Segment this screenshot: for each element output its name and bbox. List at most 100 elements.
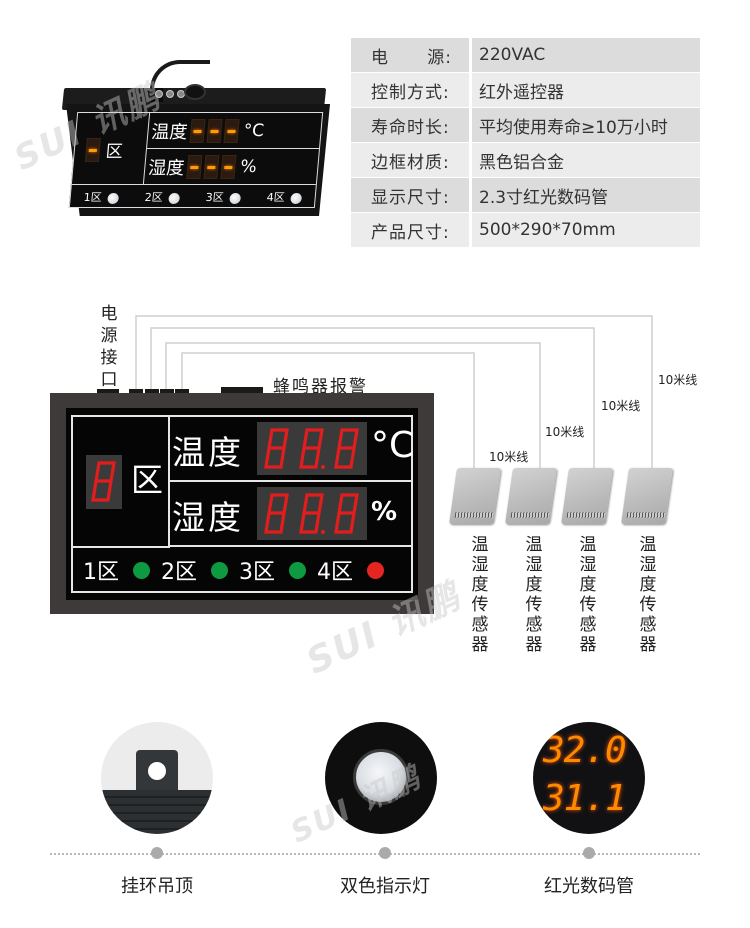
zone-name: 4区 <box>266 191 286 204</box>
spec-value: 平均使用寿命≥10万小时 <box>472 108 700 142</box>
panel-frame: 区 温度 °C 湿度 % <box>71 415 415 593</box>
indicator-led-icon <box>107 192 120 204</box>
zone-status-1: 1区 <box>83 554 150 586</box>
led-readout: 32.0 <box>543 730 627 771</box>
sensor-label-char: 传 <box>471 595 489 615</box>
spec-key: 产品尺寸: <box>351 213 469 247</box>
wire-length-label: 10米线 <box>658 373 698 387</box>
spec-row-display-size: 显示尺寸: 2.3寸红光数码管 <box>351 178 700 212</box>
panel-screen: 区 温度 °C 湿度 % <box>66 408 418 600</box>
zone-status-2: 2区 <box>161 554 228 586</box>
sensor-label: 温 湿 度 传 感 器 <box>578 535 598 655</box>
display-panel: 区 温度 °C 湿度 % <box>50 393 434 614</box>
status-dot-green-icon <box>133 561 150 579</box>
digit <box>186 154 203 179</box>
sensor-label-char: 感 <box>579 615 597 635</box>
power-label-char: 口 <box>100 370 118 390</box>
sensor-label-char: 温 <box>579 535 597 555</box>
humidity-label: 湿度 <box>147 157 186 179</box>
sensor-device-icon <box>621 468 673 526</box>
wire-length-label: 10米线 <box>545 425 585 439</box>
zone-item: 3区 <box>205 189 242 205</box>
frame-rail <box>101 790 213 834</box>
sensor-label-char: 感 <box>639 615 657 635</box>
digit <box>189 118 206 143</box>
spec-row-lifetime: 寿命时长: 平均使用寿命≥10万小时 <box>351 108 700 142</box>
spec-key: 显示尺寸: <box>351 178 469 212</box>
zone-name: 3区 <box>239 560 275 585</box>
sensor-label-char: 湿 <box>525 555 543 575</box>
zone-indicator-row: 1区 2区 3区 4区 <box>70 187 316 207</box>
zone-name: 1区 <box>83 191 103 204</box>
feature-image-led-digits: 32.0 31.1 <box>533 722 645 834</box>
power-port-label: 电 源 接 口 <box>99 303 119 391</box>
power-label-char: 电 <box>100 304 118 324</box>
sensor-label-char: 湿 <box>639 555 657 575</box>
sensor-label-char: 度 <box>471 575 489 595</box>
status-dot-green-icon <box>211 561 228 579</box>
power-label-char: 源 <box>100 326 118 346</box>
status-dot-green-icon <box>289 561 306 579</box>
digit <box>223 118 240 143</box>
seven-segment-icon <box>333 492 359 534</box>
digit <box>220 154 237 179</box>
zone-suffix: 区 <box>104 142 124 162</box>
buzzer-icon <box>184 84 206 100</box>
humidity-row: 湿度 % <box>143 149 319 185</box>
buzzer-alarm-label: 蜂鸣器报警 <box>273 377 368 397</box>
zone-box: 区 <box>73 417 170 548</box>
sensor-label-char: 器 <box>471 635 489 655</box>
zone-status-4: 4区 <box>317 554 384 586</box>
seven-segment-icon <box>264 492 290 534</box>
sensor-label-char: 温 <box>471 535 489 555</box>
zone-digit <box>84 137 101 162</box>
zone-name: 3区 <box>205 191 225 204</box>
spec-key: 边框材质: <box>351 143 469 177</box>
spec-row-power: 电 源: 220VAC <box>351 38 700 72</box>
zone-name: 1区 <box>83 560 119 585</box>
spec-row-control: 控制方式: 红外遥控器 <box>351 73 700 107</box>
sensor-label-char: 湿 <box>471 555 489 575</box>
sensor-label-char: 度 <box>639 575 657 595</box>
spec-row-frame: 边框材质: 黑色铝合金 <box>351 143 700 177</box>
temperature-row: 温度 °C <box>146 113 323 149</box>
humidity-display <box>257 487 367 540</box>
zone-digit-display <box>86 455 122 509</box>
temperature-display <box>257 422 367 475</box>
feature-label: 双色指示灯 <box>340 876 430 897</box>
seven-segment-icon <box>264 427 290 469</box>
spec-key: 控制方式: <box>351 73 469 107</box>
connector-icon <box>155 90 163 98</box>
feature-label: 挂环吊顶 <box>121 876 193 897</box>
spec-value: 2.3寸红光数码管 <box>472 178 700 212</box>
sensor-label-char: 温 <box>525 535 543 555</box>
product-photo: 区 温度 °C 湿度 % 1区 2区 3区 4区 <box>55 60 335 220</box>
sensor-label: 温 湿 度 传 感 器 <box>524 535 544 655</box>
feature-label: 红光数码管 <box>544 876 634 897</box>
humidity-row: 湿度 % <box>170 482 411 547</box>
zone-box: 区 <box>71 113 151 185</box>
temperature-label: 温度 <box>150 121 189 143</box>
sensor-label-char: 器 <box>579 635 597 655</box>
humidity-unit: % <box>239 156 258 177</box>
spec-key-part: 源: <box>427 47 452 68</box>
zone-label: 区 <box>82 137 124 162</box>
humidity-label: 湿度 <box>172 498 244 537</box>
digit <box>206 118 223 143</box>
spec-value: 220VAC <box>472 38 700 72</box>
sensor-label-char: 湿 <box>579 555 597 575</box>
sensor-label-char: 度 <box>579 575 597 595</box>
device-screen: 区 温度 °C 湿度 % 1区 2区 3区 4区 <box>68 112 324 208</box>
zone-name: 2区 <box>144 191 164 204</box>
spec-value: 黑色铝合金 <box>472 143 700 177</box>
sensor-label-char: 温 <box>639 535 657 555</box>
zone-suffix: 区 <box>131 461 164 499</box>
sensor-device-icon <box>561 468 613 526</box>
zone-status-row: 1区 2区 3区 4区 <box>73 549 411 591</box>
power-label-char: 接 <box>100 348 118 368</box>
sensor-label-char: 器 <box>525 635 543 655</box>
indicator-led-icon <box>290 192 303 204</box>
seven-segment-icon <box>299 427 325 469</box>
temperature-unit: °C <box>371 425 415 466</box>
sensor-label-char: 传 <box>579 595 597 615</box>
